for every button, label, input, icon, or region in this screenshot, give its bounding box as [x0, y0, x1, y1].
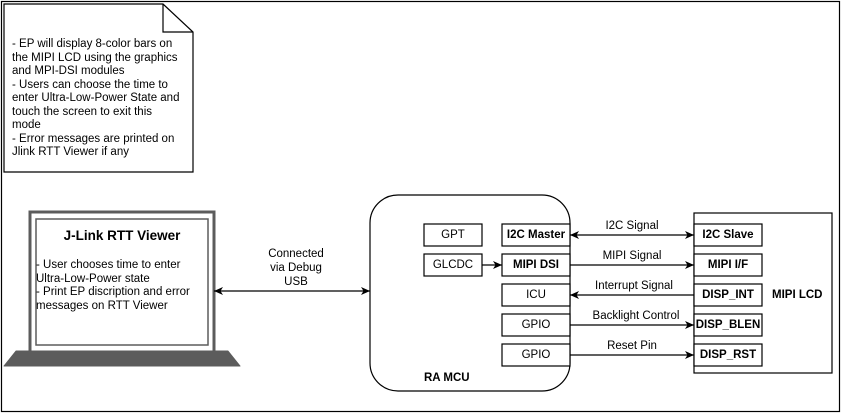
mipi-if-label: MIPI I/F [707, 259, 749, 271]
jlink-line: - Print EP discription and error [36, 286, 190, 298]
note-line: mode [12, 119, 41, 131]
jlink-line: - User chooses time to enter [36, 259, 181, 271]
disp-rst-label: DISP_RST [699, 349, 757, 361]
connection-line: Connected [268, 248, 324, 260]
i2c-slave-label: I2C Slave [702, 229, 754, 241]
note-line: - EP will display 8-color bars on [12, 38, 173, 50]
note-text: - EP will display 8-color bars on the MI… [12, 38, 198, 160]
usb-connection-label: Connected via Debug USB [255, 247, 337, 289]
note-shape [3, 3, 194, 173]
connection-line: via Debug [270, 262, 322, 274]
disp-int-label: DISP_INT [702, 289, 754, 301]
note-line: - Users can choose the time to [12, 78, 168, 91]
jlink-line: messages on RTT Viewer [36, 299, 168, 312]
i2c-master-label: I2C Master [506, 229, 566, 241]
connection-line: USB [284, 276, 308, 288]
laptop-icon [3, 210, 241, 367]
note-line: - Error messages are printed on [12, 132, 175, 145]
ra-mcu-label: RA MCU [424, 372, 470, 384]
jlink-description: - User chooses time to enter Ultra-Low-P… [36, 259, 210, 313]
note-line: and MPI-DSI modules [12, 65, 125, 77]
gpio-reset-label: GPIO [521, 349, 551, 361]
note-line: the MIPI LCD using the graphics [12, 51, 178, 64]
note-line: touch the screen to exit this [12, 105, 152, 118]
glcdc-label: GLCDC [432, 259, 474, 271]
note-line: enter Ultra-Low-Power State and [12, 92, 180, 104]
interrupt-signal-label: Interrupt Signal [595, 280, 673, 292]
icu-label: ICU [526, 289, 546, 301]
reset-pin-label: Reset Pin [607, 340, 657, 352]
disp-blen-label: DISP_BLEN [695, 319, 761, 331]
note-line: Jlink RTT Viewer if any [12, 146, 129, 158]
jlink-title: J-Link RTT Viewer [63, 228, 181, 243]
jlink-line: Ultra-Low-Power state [36, 272, 150, 285]
i2c-signal-label: I2C Signal [605, 220, 659, 232]
backlight-control-label: Backlight Control [592, 310, 680, 322]
mipi-lcd-label: MIPI LCD [772, 289, 823, 301]
mipi-signal-label: MIPI Signal [602, 250, 662, 262]
gpio-backlight-label: GPIO [521, 319, 551, 331]
mipi-dsi-label: MIPI DSI [512, 259, 559, 271]
gpt-label: GPT [441, 229, 465, 241]
gpt-block [423, 223, 483, 247]
